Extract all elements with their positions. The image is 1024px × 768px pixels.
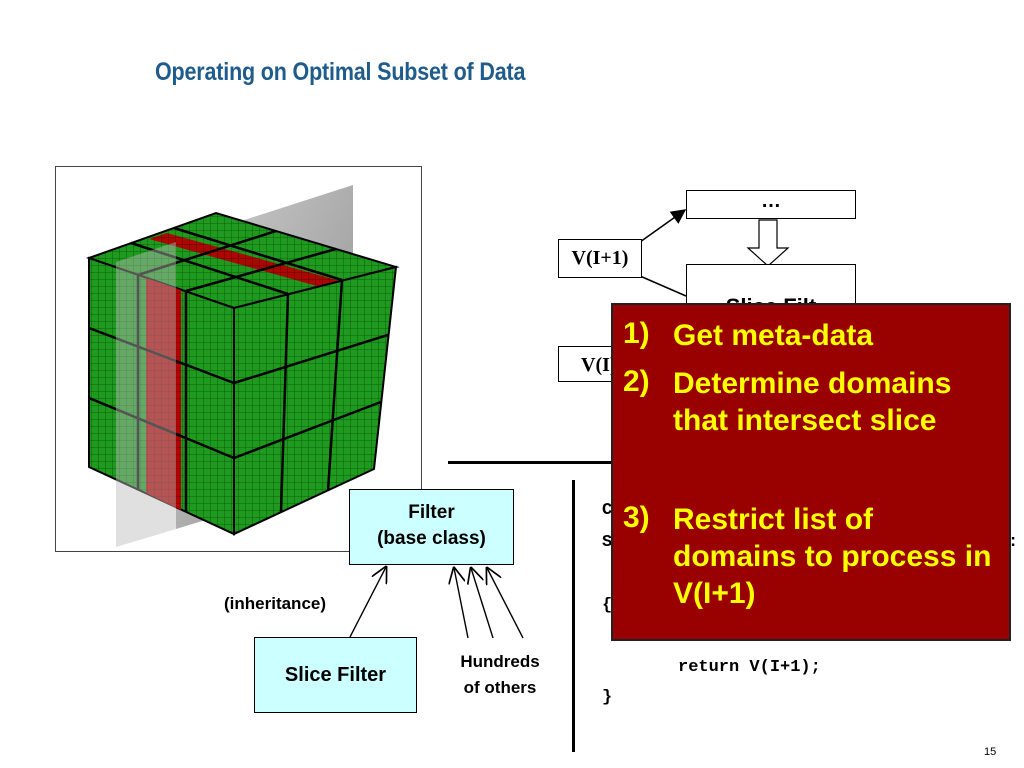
cube-left-red-band [146,278,181,510]
others-line-2: of others [463,678,537,697]
step-number: 2) [623,365,650,398]
others-line-1: Hundreds [460,652,540,671]
arrow-from-slice-filter [639,275,687,297]
vertical-divider [572,480,575,752]
pipeline-top-box: … [686,190,856,219]
pipeline-top-box-label: … [761,190,781,212]
arrow-other-2 [471,568,494,639]
code-line-5: } [602,688,613,707]
horizontal-divider [448,461,618,464]
slide-title: Operating on Optimal Subset of Data [155,58,526,86]
inheritance-arrows [349,560,524,639]
code-line-2-tail: : [1008,533,1019,552]
step-text: Get meta-data [673,319,874,352]
pipeline-arrows [639,209,790,297]
arrow-to-top-box [639,209,687,243]
filter-box-line-2: (base class) [377,528,486,549]
arrow-other-3 [487,568,524,639]
vi1-label: V(I+1) [571,247,629,269]
arrow-slice-to-filter [349,567,386,638]
cube-top-red-band [149,233,351,290]
code-line-1: C [602,501,613,520]
step-number: 1) [623,317,650,350]
cube-illustration-frame [55,166,422,552]
flow-down-arrow [746,219,790,267]
page-number: 15 [984,746,997,758]
hundreds-of-others-label: Hundreds of others [438,649,562,701]
code-line-4: return V(I+1); [678,658,821,677]
slice-plane-front [116,242,176,547]
vi1-box: V(I+1) [558,239,642,278]
slice-filter-box: Slice Filter [254,637,417,713]
inheritance-label: (inheritance) [224,594,327,613]
vi-label: V(I) [581,354,617,376]
cube-illustration [85,185,400,547]
steps-callout: 1) Get meta-data 2) Determine domains th… [611,303,1011,641]
filter-box-line-1: Filter [408,502,455,523]
code-line-3: { [602,596,613,615]
arrow-other-1 [454,568,469,639]
code-line-2: S [602,533,613,552]
filter-base-class-box: Filter (base class) [349,489,514,565]
step-text: Restrict list of domains to process in V… [673,503,992,610]
step-number: 3) [623,501,650,534]
step-text: Determine domains that intersect slice [673,367,952,437]
